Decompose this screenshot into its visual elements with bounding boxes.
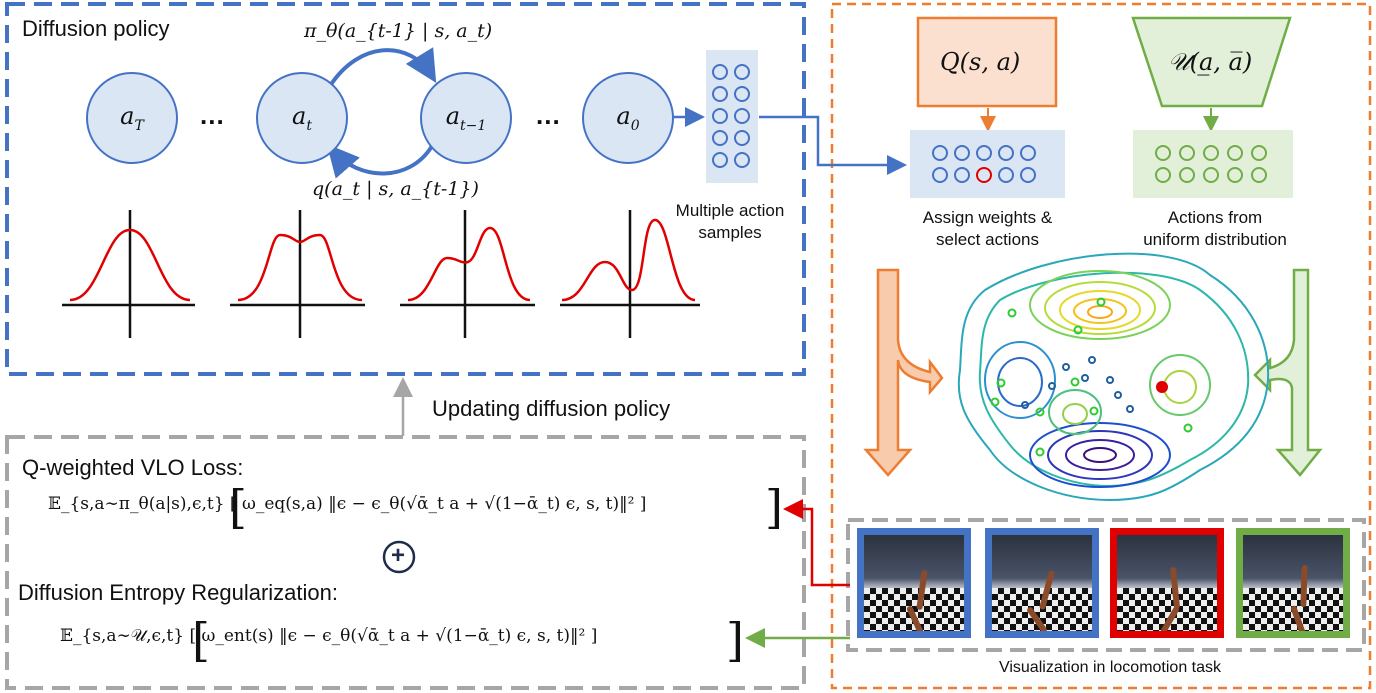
svg-text:]: ] bbox=[765, 480, 783, 534]
curve-plot-1 bbox=[62, 210, 195, 338]
curve-plot-2 bbox=[230, 210, 365, 338]
diffusion-policy-frame bbox=[5, 2, 806, 376]
svg-text:[: [ bbox=[192, 613, 210, 667]
q-box-rect bbox=[916, 16, 1058, 108]
locomotion-tile-3-selected bbox=[1110, 528, 1224, 638]
viz-caption: Visualization in locomotion task bbox=[998, 659, 1222, 676]
uniform-circles bbox=[1155, 145, 1267, 183]
forward-label: π_θ(a_{t-1} | s, a_t) bbox=[304, 20, 493, 42]
svg-text:[: [ bbox=[229, 480, 247, 534]
selected-sample-circle bbox=[976, 167, 992, 183]
sample-circle bbox=[712, 152, 728, 168]
locomotion-tile-4 bbox=[1236, 528, 1350, 638]
orange-fat-arrow bbox=[863, 268, 944, 477]
sample-circle bbox=[734, 152, 750, 168]
weight-circle bbox=[1020, 167, 1036, 183]
plus-circle bbox=[382, 540, 416, 574]
uniform-caption-line2: uniform distribution bbox=[1143, 230, 1287, 249]
svg-text:]: ] bbox=[726, 613, 744, 667]
sample-circle bbox=[712, 64, 728, 80]
right-frame bbox=[830, 2, 1372, 690]
q-box-label: Q(s, a) bbox=[940, 48, 1021, 76]
uniform-circle bbox=[1155, 145, 1171, 161]
u-box-shape bbox=[1131, 16, 1292, 108]
weights-caption: Assign weights & select actions bbox=[900, 207, 1075, 251]
weight-circle bbox=[932, 167, 948, 183]
uniform-circle bbox=[1227, 145, 1243, 161]
uniform-caption-line1: Actions from bbox=[1167, 208, 1263, 227]
vlo-formula: 𝔼_{s,a∼π_θ(a|s),ϵ,t} [ ω_eq(s,a) ‖ϵ − ϵ_… bbox=[48, 494, 647, 514]
uniform-circle bbox=[1179, 167, 1195, 183]
green-fat-arrow bbox=[1253, 268, 1323, 477]
sample-circle bbox=[734, 86, 750, 102]
weight-circles bbox=[932, 145, 1036, 183]
ellipsis-1: ... bbox=[200, 100, 225, 130]
node-at-1: at−1 bbox=[420, 72, 512, 164]
weight-circle bbox=[932, 145, 948, 161]
red-feedback-arrow bbox=[783, 499, 850, 587]
weights-caption-line1: Assign weights & bbox=[922, 208, 1053, 227]
locomotion-tile-1 bbox=[857, 528, 971, 638]
weight-circle bbox=[954, 145, 970, 161]
u-box-label: 𝒰(a̲, a̅) bbox=[1168, 48, 1253, 76]
weights-box bbox=[910, 130, 1065, 198]
sample-circle bbox=[712, 108, 728, 124]
entropy-title: Diffusion Entropy Regularization: bbox=[18, 580, 338, 605]
uniform-circle bbox=[1251, 145, 1267, 161]
weight-circle bbox=[998, 167, 1014, 183]
samples-to-weights-arrow bbox=[759, 115, 907, 175]
uniform-circle bbox=[1227, 167, 1243, 183]
update-label: Updating diffusion policy bbox=[432, 396, 671, 421]
samples-caption-line1: Multiple action bbox=[675, 201, 785, 220]
sample-circles bbox=[712, 64, 750, 168]
uniform-circle bbox=[1251, 167, 1267, 183]
uniform-circle bbox=[1179, 145, 1195, 161]
forward-arrow bbox=[328, 47, 437, 88]
plus-sign: + bbox=[391, 542, 406, 569]
node-at: at bbox=[256, 72, 348, 164]
contour-plot bbox=[957, 252, 1270, 502]
weight-circle bbox=[1020, 145, 1036, 161]
reverse-label: q(a_t | s, a_{t-1}) bbox=[312, 178, 479, 200]
uniform-circle bbox=[1155, 167, 1171, 183]
uniform-circle bbox=[1203, 167, 1219, 183]
uniform-caption: Actions from uniform distribution bbox=[1120, 207, 1310, 251]
weight-circle bbox=[976, 145, 992, 161]
diffusion-policy-title: Diffusion policy bbox=[22, 16, 170, 41]
weights-caption-line2: select actions bbox=[936, 230, 1039, 249]
loss-frame bbox=[5, 435, 806, 690]
node-aT: aT bbox=[86, 72, 178, 164]
sample-circle bbox=[734, 108, 750, 124]
sample-circle bbox=[734, 130, 750, 146]
weight-circle bbox=[954, 167, 970, 183]
curve-plot-4 bbox=[560, 210, 700, 338]
uniform-circle bbox=[1203, 145, 1219, 161]
reverse-arrow bbox=[326, 143, 434, 179]
entropy-formula: 𝔼_{s,a∼𝒰,ϵ,t} [ ω_ent(s) ‖ϵ − ϵ_θ(√ᾱ_t a… bbox=[60, 626, 598, 646]
sample-circle bbox=[712, 86, 728, 102]
vlo-title: Q-weighted VLO Loss: bbox=[22, 455, 244, 480]
samples-caption: Multiple action samples bbox=[660, 200, 800, 244]
locomotion-tile-2 bbox=[985, 528, 1099, 638]
uniform-box bbox=[1133, 130, 1293, 198]
curve-plot-3 bbox=[400, 210, 535, 338]
node-a0: a0 bbox=[582, 72, 674, 164]
sample-circle bbox=[712, 130, 728, 146]
weight-circle bbox=[998, 145, 1014, 161]
ellipsis-2: ... bbox=[536, 100, 561, 130]
sample-circle bbox=[734, 64, 750, 80]
samples-caption-line2: samples bbox=[698, 223, 762, 242]
sample-points bbox=[990, 297, 1193, 457]
